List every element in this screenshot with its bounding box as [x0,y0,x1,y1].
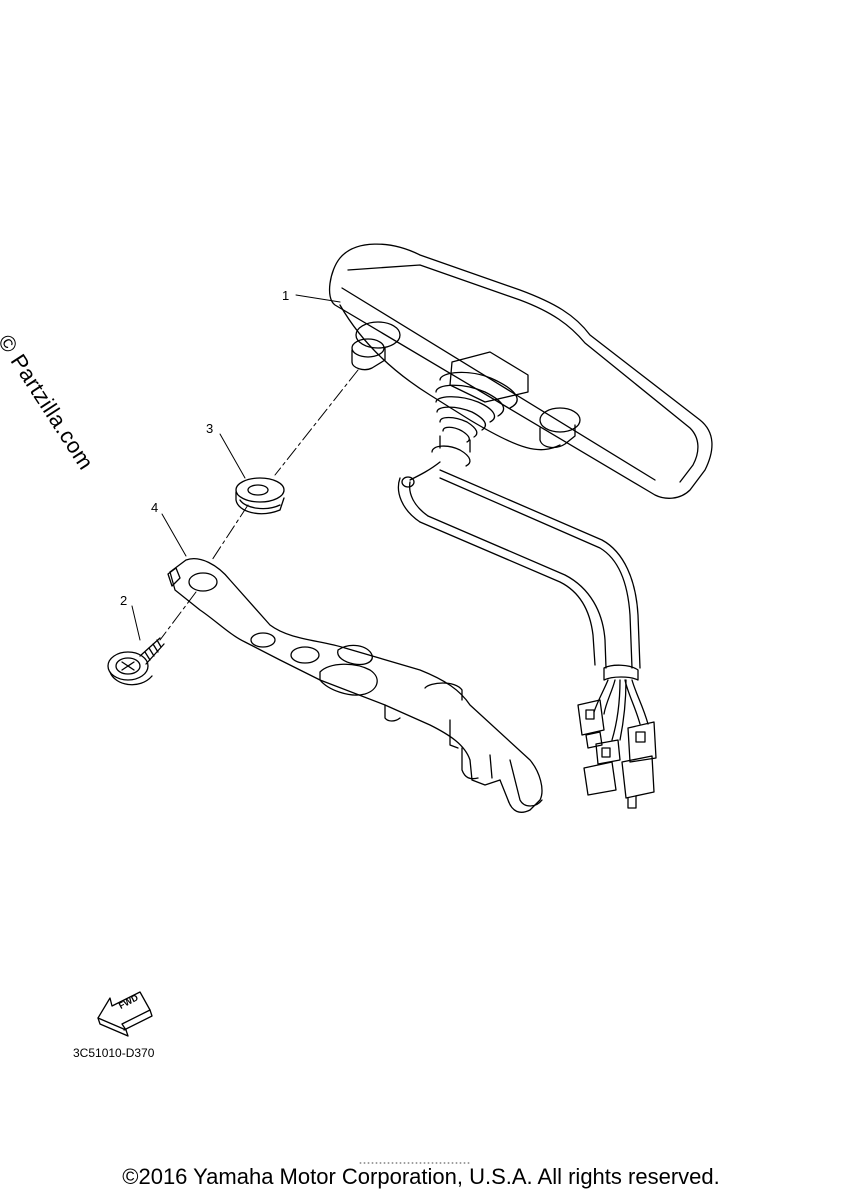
screw-part-2 [108,638,164,685]
meter-assembly-part-1 [330,244,712,808]
callout-1: 1 [282,288,290,303]
grommet-part-3 [236,478,284,514]
fwd-arrow-icon [98,992,152,1036]
assembly-center-lines [160,370,358,640]
diagram-code: 3C51010-D370 [73,1046,155,1060]
callout-4: 4 [151,500,159,515]
callout-3: 3 [206,421,214,436]
copyright-notice: ©2016 Yamaha Motor Corporation, U.S.A. A… [122,1164,720,1189]
bracket-part-4 [168,559,542,813]
callout-2: 2 [120,593,128,608]
callout-leader-lines [132,295,340,640]
